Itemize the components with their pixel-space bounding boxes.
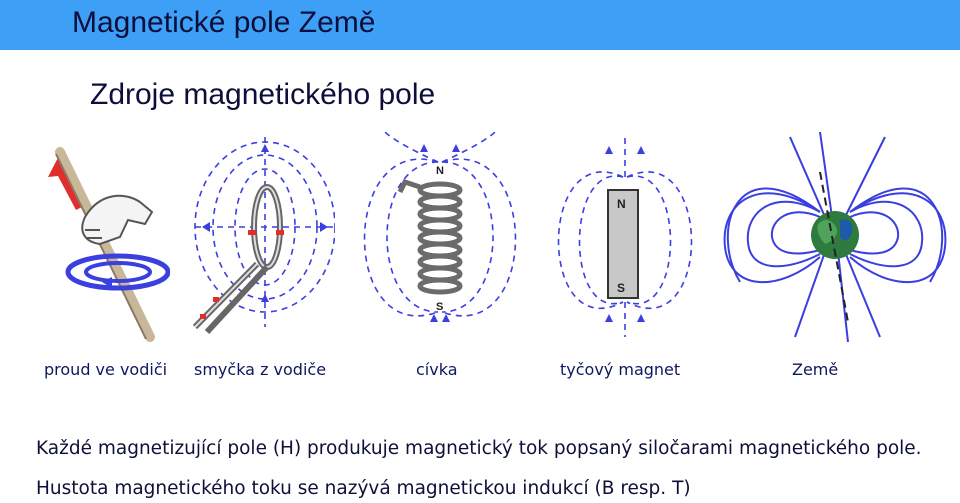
figure-wire-loop (185, 132, 335, 342)
slide-subtitle: Zdroje magnetického pole (90, 78, 436, 111)
coil-south-label: S (436, 301, 443, 313)
hand-icon (81, 194, 154, 246)
body-text-line-2: Hustota magnetického toku se nazývá magn… (36, 478, 691, 499)
caption-earth: Země (792, 360, 839, 379)
caption-coil: cívka (416, 360, 458, 379)
coil-illustration: N S (363, 132, 517, 322)
title-bar (0, 0, 960, 50)
figure-current-wire (40, 132, 170, 342)
figure-bar-magnet: N S (545, 132, 705, 342)
bar-magnet (607, 189, 639, 299)
body-text-line-1: Každé magnetizující pole (H) produkuje m… (36, 438, 922, 459)
figure-earth (720, 132, 950, 342)
magnet-south-label: S (617, 281, 625, 295)
caption-current-wire: proud ve vodiči (44, 360, 168, 379)
figure-coil: N S (350, 132, 530, 342)
magnet-north-label: N (617, 197, 626, 211)
current-wire-illustration (48, 147, 170, 342)
earth-field-illustration (723, 132, 947, 342)
caption-wire-loop: smyčka z vodiče (194, 360, 327, 379)
bar-magnet-illustration: N S (557, 137, 693, 337)
coil-north-label: N (436, 165, 444, 177)
wire-loop-illustration (192, 137, 335, 335)
caption-bar-magnet: tyčový magnet (560, 360, 681, 379)
slide-title: Magnetické pole Země (72, 6, 376, 39)
